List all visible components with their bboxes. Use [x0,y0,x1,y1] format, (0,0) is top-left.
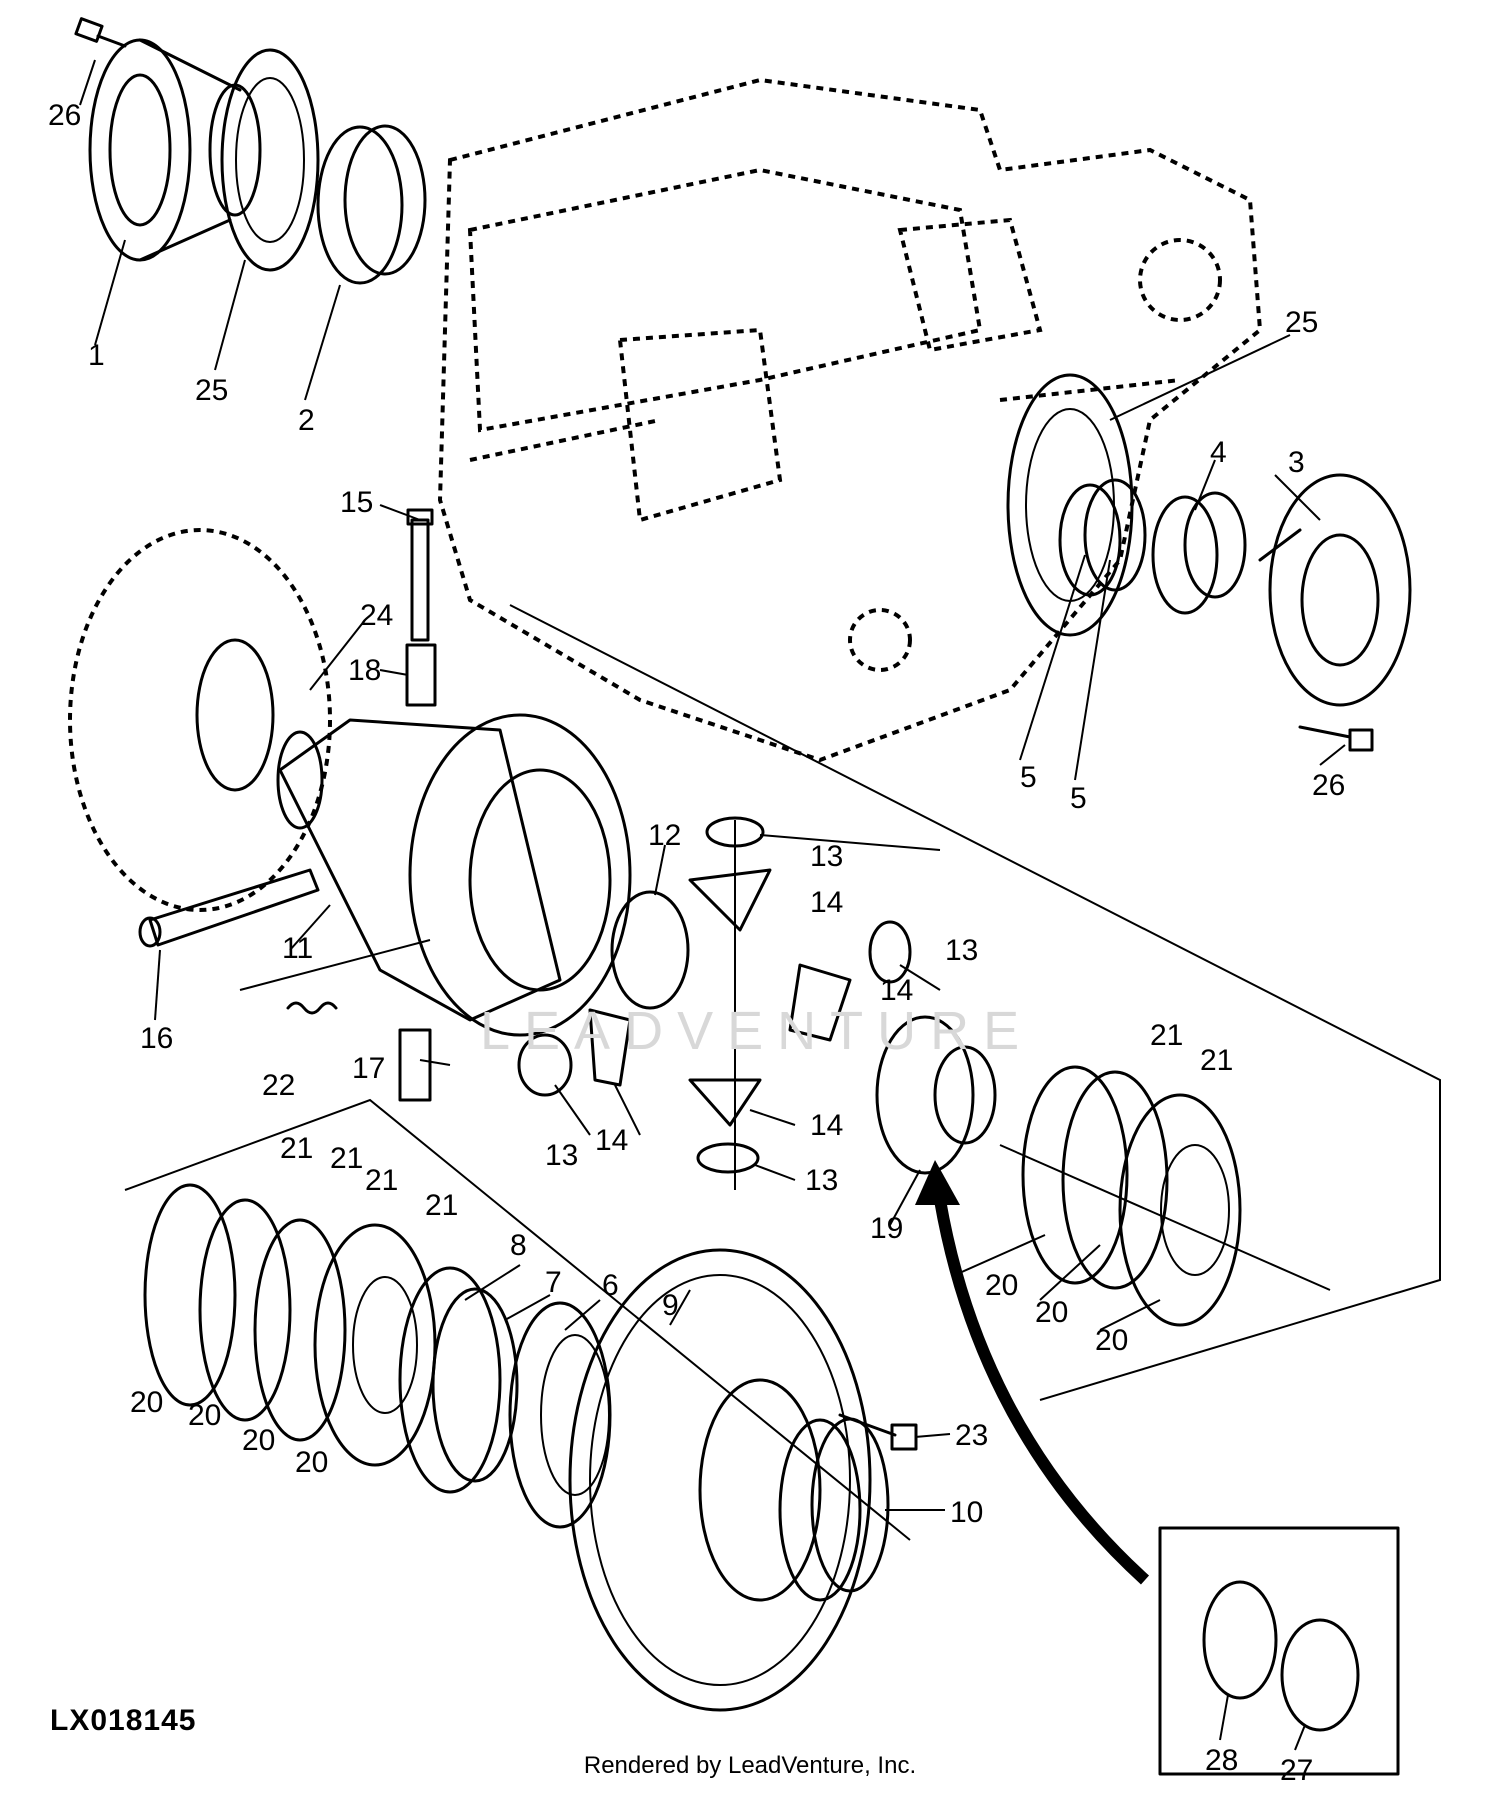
callout-10: 10 [950,1496,983,1529]
callout-27: 27 [1280,1754,1313,1787]
part-3-flange-housing [1258,473,1412,707]
part-4-bearing-cone [1151,491,1247,615]
clutch-outline-right [999,1144,1331,1291]
clutch-pack-right [1021,1065,1242,1327]
part-26-bolt-right [1298,725,1374,752]
clutch-outline-left [124,1098,911,1541]
part-26-bolt-top [74,17,127,48]
part-2-bearing-cup [316,124,427,285]
transmission-housing [437,77,1263,763]
part-22-spring [286,1001,338,1015]
callout-7: 7 [545,1266,562,1299]
leader-lines [79,59,1346,1751]
part-8-snap-ring [398,1266,502,1494]
callout-26: 26 [48,99,81,132]
callout-13: 13 [805,1164,838,1197]
part-24-gear-dashed [68,528,332,912]
part-13-thrust-washer-b [868,920,912,984]
callout-24: 24 [360,599,393,632]
part-14-pinion-b [788,963,852,1042]
callout-5: 5 [1070,782,1087,815]
part-19-clutch-hub [875,1015,997,1175]
callout-26: 26 [1312,769,1345,802]
callout-labels: 26 1 25 2 25 4 3 5 5 26 15 24 18 11 16 1… [48,99,1345,1787]
callout-20: 20 [242,1424,275,1457]
callout-18: 18 [348,654,381,687]
part-25-gasket-left [220,48,320,272]
callout-6: 6 [602,1269,619,1302]
callout-11: 11 [282,932,313,965]
callout-21: 21 [1150,1019,1183,1052]
clutch-pack-left [143,1183,437,1467]
credit-line: Rendered by LeadVenture, Inc. [583,1752,917,1779]
watermark: LEADVENTURE [480,1001,1034,1061]
callout-5: 5 [1020,761,1037,794]
callout-21: 21 [280,1132,313,1165]
callout-20: 20 [985,1269,1018,1302]
callout-20: 20 [295,1446,328,1479]
callout-1: 1 [88,339,105,372]
callout-3: 3 [1288,446,1305,479]
part-12-side-gear [610,890,690,1010]
callout-28: 28 [1205,1744,1238,1777]
part-7-spring-plate [431,1287,519,1483]
callout-20: 20 [188,1399,221,1432]
callout-21: 21 [365,1164,398,1197]
part-14-pinion-d [688,1078,762,1127]
callout-14: 14 [810,1109,843,1142]
callout-9: 9 [662,1289,679,1322]
callout-25: 25 [1285,306,1318,339]
part-5-shims [1058,478,1147,597]
part-13-thrust-washer-c [517,1033,573,1097]
callout-19: 19 [870,1212,903,1245]
figure-id: LX018145 [50,1704,197,1737]
callout-21: 21 [425,1189,458,1222]
detail-inset [1158,1526,1400,1776]
callout-12: 12 [648,819,681,852]
part-18-sleeve [405,643,437,707]
callout-14: 14 [595,1124,628,1157]
callout-14: 14 [880,974,913,1007]
callout-22: 22 [262,1069,295,1102]
part-17-sleeve [398,1028,432,1102]
detail-arrow [915,1160,1150,1585]
callout-16: 16 [140,1022,173,1055]
part-14-pinion-a [688,868,772,932]
callout-20: 20 [130,1386,163,1419]
callout-8: 8 [510,1229,527,1262]
callout-14: 14 [810,886,843,919]
callout-20: 20 [1035,1296,1068,1329]
callout-2: 2 [298,404,315,437]
part-9-ring-gear [568,1248,872,1712]
part-11-differential-case [276,713,632,1037]
callout-17: 17 [352,1052,385,1085]
callout-13: 13 [545,1139,578,1172]
part-15-bolt [406,508,434,642]
part-6-piston [508,1301,612,1529]
callout-4: 4 [1210,436,1227,469]
callout-13: 13 [945,934,978,967]
part-16-cross-shaft [138,868,320,948]
callout-13: 13 [810,840,843,873]
callout-25: 25 [195,374,228,407]
callout-20: 20 [1095,1324,1128,1357]
part-14-pinion-c [588,1008,632,1087]
callout-21: 21 [330,1142,363,1175]
callout-15: 15 [340,486,373,519]
callout-23: 23 [955,1419,988,1452]
case-outline [239,939,431,991]
callout-21: 21 [1200,1044,1233,1077]
assembly-outline [509,604,1441,1401]
part-13-thrust-washer-d [696,1142,760,1174]
part-1-flange-housing [88,38,262,262]
